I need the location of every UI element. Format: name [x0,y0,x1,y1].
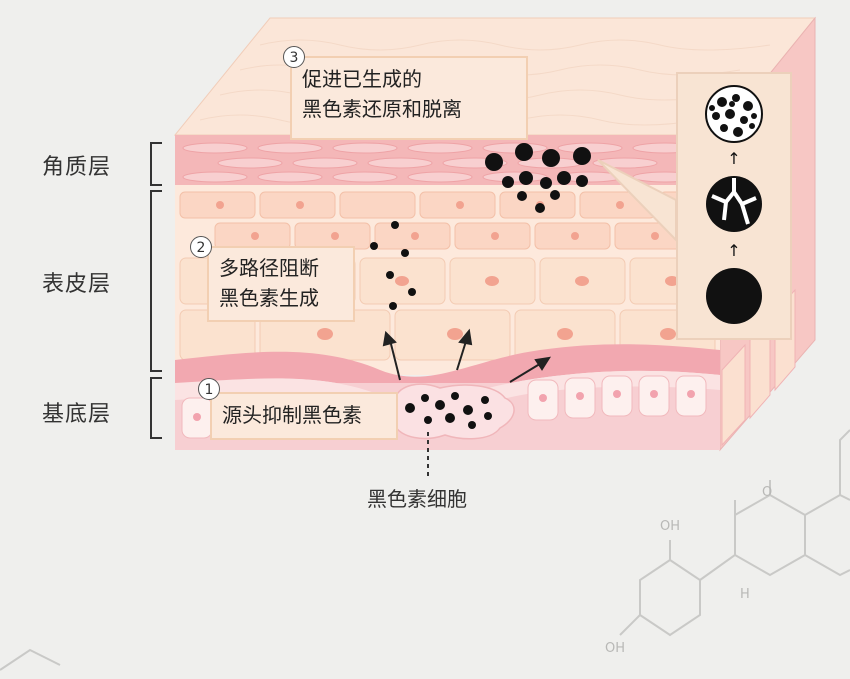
layer-label-epidermis: 表皮层 [42,272,112,297]
melanin-stage-icons: ↑ ↑ [705,85,763,324]
melanin-cluster-corneum [485,143,591,213]
h-label: H [740,587,750,602]
callout-step2: 多路径阻断 黑色素生成 [207,246,355,322]
melanin-stage-panel: ↑ ↑ [676,72,792,340]
callout-step1-text: 源头抑制黑色素 [222,403,362,427]
melanin-granules [405,392,492,429]
stage-arrow-up-2: ↑ [727,241,740,260]
stage-arrow-up-1: ↑ [727,149,740,168]
layer-label-basal: 基底层 [42,402,112,427]
bracket-epidermis [150,190,162,372]
callout-step3: 促进已生成的 黑色素还原和脱离 [290,56,528,140]
callout-step3-line1: 促进已生成的 [302,67,422,91]
melanin-fragmenting-icon [706,176,762,232]
callout-step2-line2: 黑色素生成 [219,286,319,310]
step2-number-badge: 2 [190,236,212,258]
bracket-corneum [150,142,162,186]
layer-label-corneum: 角质层 [42,155,112,180]
melanocyte-label: 黑色素细胞 [367,487,467,511]
melanin-solid-icon [706,268,762,324]
melanin-dissolved-icon [705,85,763,143]
callout-step2-line1: 多路径阻断 [219,256,319,280]
step1-number-badge: 1 [198,378,220,400]
oh-top-label: OH [660,519,680,534]
callout-step1: 源头抑制黑色素 [210,392,398,440]
transport-arrows [382,328,552,383]
bracket-basal [150,377,162,439]
melanin-dispersion [370,221,416,310]
oh-bottom-label: OH [605,641,625,656]
basement-membrane [175,344,720,401]
step3-number-badge: 3 [283,46,305,68]
callout-step3-line2: 黑色素还原和脱离 [302,97,462,121]
o-ring-label: O [762,485,772,500]
